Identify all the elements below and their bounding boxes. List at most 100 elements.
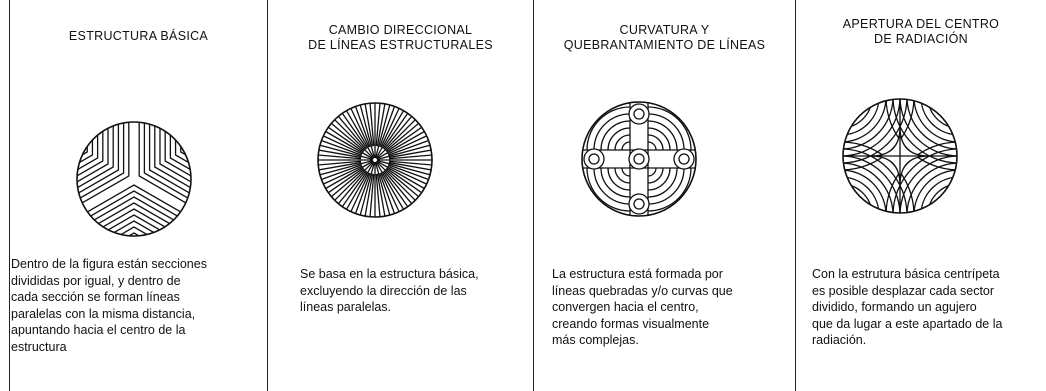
figure-cambio-direccional xyxy=(316,101,434,219)
figure-apertura xyxy=(841,97,959,215)
radial-line xyxy=(358,161,376,217)
arc-line xyxy=(941,197,957,213)
chevron-line xyxy=(180,122,191,198)
divider-line xyxy=(533,0,534,391)
chevron-line xyxy=(148,122,191,216)
chevron-line xyxy=(77,220,191,236)
curved-line xyxy=(600,167,631,198)
panel-title-line: ESTRUCTURA BÁSICA xyxy=(68,29,209,43)
radial-line xyxy=(318,154,362,160)
chevron-line xyxy=(77,122,130,222)
radial-line xyxy=(332,117,375,160)
panel-estructura-basica: ESTRUCTURA BÁSICA Dentro de la figura es… xyxy=(10,0,267,391)
radial-line xyxy=(382,110,410,149)
radial-line xyxy=(385,168,422,200)
chevron-line xyxy=(154,122,191,213)
figure-curvatura xyxy=(580,100,698,218)
figure-outline xyxy=(76,121,192,237)
chevron-line xyxy=(77,208,191,236)
arc-line xyxy=(843,99,873,129)
radial-line xyxy=(376,159,432,177)
description-line: líneas paralelas. xyxy=(300,300,392,314)
panel-title: CURVATURA Y QUEBRANTAMIENTO DE LÍNEAS xyxy=(534,23,795,53)
description-line: radiación. xyxy=(812,333,867,347)
curved-line xyxy=(647,167,671,191)
panel-description: Dentro de la figura están secciones divi… xyxy=(11,256,207,355)
radial-line xyxy=(318,143,374,161)
panel-description: Se basa en la estructura básica, excluye… xyxy=(300,266,479,316)
radial-line xyxy=(386,125,425,153)
description-line: que da lugar a este apartado de la xyxy=(812,316,1003,331)
chevron-line xyxy=(77,226,191,236)
radial-line xyxy=(376,103,387,147)
radial-line xyxy=(363,103,374,147)
radial-line xyxy=(379,172,397,217)
radial-line xyxy=(369,173,375,217)
description-line: excluyendo la dirección de las xyxy=(300,283,467,298)
curved-line xyxy=(586,106,631,151)
curved-line xyxy=(614,134,631,151)
arc-line xyxy=(843,183,873,213)
radial-line xyxy=(328,120,365,152)
description-line: Dentro de la figura están secciones xyxy=(11,257,207,271)
curved-line xyxy=(607,167,631,191)
arc-line xyxy=(843,204,852,213)
radial-line xyxy=(358,103,376,159)
description-line: La estructura está formada por xyxy=(552,267,723,281)
arc-line xyxy=(934,190,957,213)
arc-line xyxy=(948,204,957,213)
curved-line xyxy=(647,106,692,151)
curved-line xyxy=(647,127,671,151)
radial-line xyxy=(318,159,374,177)
radial-line xyxy=(353,103,371,148)
panel-description: Con la estrutura básica centrípeta es po… xyxy=(812,266,1002,349)
small-circle xyxy=(633,198,645,210)
chevron-line xyxy=(143,122,191,219)
panel-description: La estructura está formada por líneas qu… xyxy=(552,266,733,349)
radial-line xyxy=(375,160,418,203)
radial-line xyxy=(375,117,418,160)
small-circle xyxy=(588,153,600,165)
description-line: divididas por igual, y dentro de xyxy=(11,273,181,288)
panel-title-line: DE LÍNEAS ESTRUCTURALES xyxy=(308,38,493,52)
radial-line xyxy=(383,170,415,207)
sector-gap xyxy=(81,178,135,210)
panel-title: CAMBIO DIRECCIONAL DE LÍNEAS ESTRUCTURAL… xyxy=(268,23,533,53)
radial-line xyxy=(320,165,363,186)
curved-line xyxy=(647,167,678,198)
small-circle xyxy=(628,193,650,215)
radial-line xyxy=(375,173,381,217)
radial-line xyxy=(325,167,364,195)
radial-line xyxy=(376,143,432,161)
radial-line xyxy=(375,103,381,147)
radial-line xyxy=(387,165,430,186)
small-circle xyxy=(678,153,690,165)
description-line: Se basa en la estructura básica, xyxy=(300,267,479,281)
radial-line xyxy=(340,110,368,149)
figure-estructura-basica xyxy=(75,120,193,238)
radial-line xyxy=(387,164,432,182)
arc-line xyxy=(948,99,957,108)
radial-line xyxy=(322,160,374,191)
radial-line xyxy=(318,161,362,172)
arc-line xyxy=(934,99,957,122)
description-line: Con la estrutura básica centrípeta xyxy=(812,267,1000,281)
radial-line xyxy=(376,129,428,160)
curved-line xyxy=(614,167,631,184)
panel-curvatura: CURVATURA Y QUEBRANTAMIENTO DE LÍNEAS La… xyxy=(534,0,795,391)
curved-line xyxy=(600,120,631,151)
arc-line xyxy=(843,197,859,213)
radial-line xyxy=(388,161,432,172)
radial-line xyxy=(320,134,363,155)
radial-line xyxy=(369,103,375,147)
curved-line xyxy=(647,167,657,177)
panel-title-line: APERTURA DEL CENTRO xyxy=(842,17,1000,31)
panel-title-line: QUEBRANTAMIENTO DE LÍNEAS xyxy=(563,38,766,52)
curved-line xyxy=(621,167,631,177)
description-line: apuntando hacia el centro de la xyxy=(11,323,186,337)
arc-line xyxy=(927,99,957,129)
curved-line xyxy=(647,167,664,184)
divider-line xyxy=(795,0,796,391)
panel-apertura: APERTURA DEL CENTRO DE RADIACIÓN Con la … xyxy=(796,0,1046,391)
chevron-line xyxy=(174,122,191,201)
